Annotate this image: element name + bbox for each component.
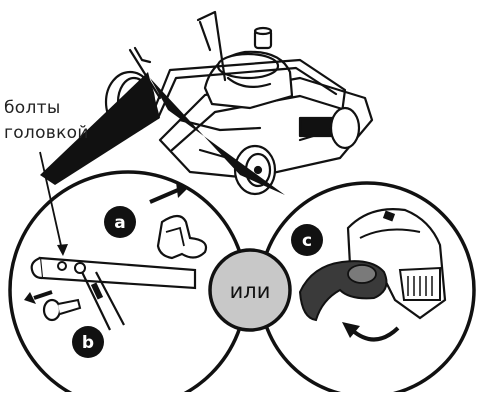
caption-line-2: головкой [4,121,134,146]
detail-circle-right: c [260,183,474,392]
badge-a-letter: a [114,213,125,233]
or-label: или [230,279,271,303]
badge-c-letter: c [302,231,312,251]
caption-line-1: болты [4,96,134,121]
or-separator: или [210,250,290,330]
detail-circle-left: a b [10,152,246,392]
badge-b-letter: b [82,333,94,353]
bolt-caption: болты головкой [4,96,134,146]
